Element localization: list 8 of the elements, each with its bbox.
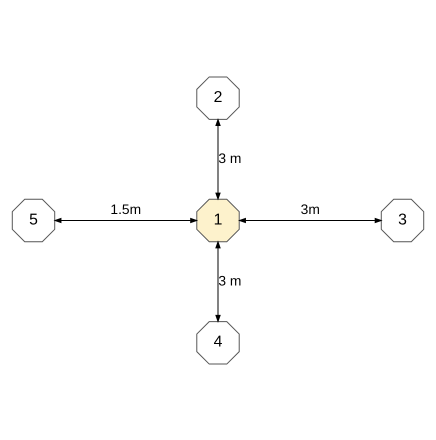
arrow (215, 118, 221, 200)
edge-label: 3 m (218, 149, 242, 166)
arrow (238, 217, 383, 223)
arrow (215, 240, 221, 322)
arrow (54, 217, 198, 223)
edge-label: 3 m (218, 272, 242, 288)
edge-label: 3m (300, 200, 320, 216)
edge-label: 1.5m (110, 200, 142, 216)
